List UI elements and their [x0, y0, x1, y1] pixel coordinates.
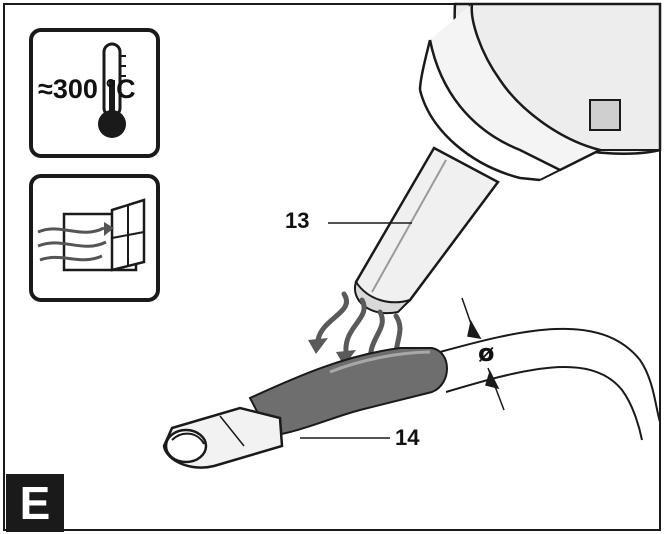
panel-letter: E	[6, 474, 64, 532]
heat-gun	[418, 2, 662, 182]
connector	[162, 406, 284, 469]
callout-13: 13	[285, 208, 310, 233]
diameter-markers	[461, 297, 505, 411]
cable	[439, 327, 661, 441]
figure-frame	[3, 3, 661, 531]
diameter-symbol: ø	[478, 339, 495, 367]
temperature-label: ≈300 °C	[38, 74, 136, 104]
ventilation-icon-box	[29, 174, 160, 302]
nozzle	[353, 146, 500, 315]
thermometer-icon-box	[29, 28, 160, 158]
open-window-icon	[37, 198, 146, 272]
shrink-tube	[248, 347, 448, 438]
callout-14: 14	[395, 425, 420, 450]
thermometer-icon	[98, 42, 126, 138]
